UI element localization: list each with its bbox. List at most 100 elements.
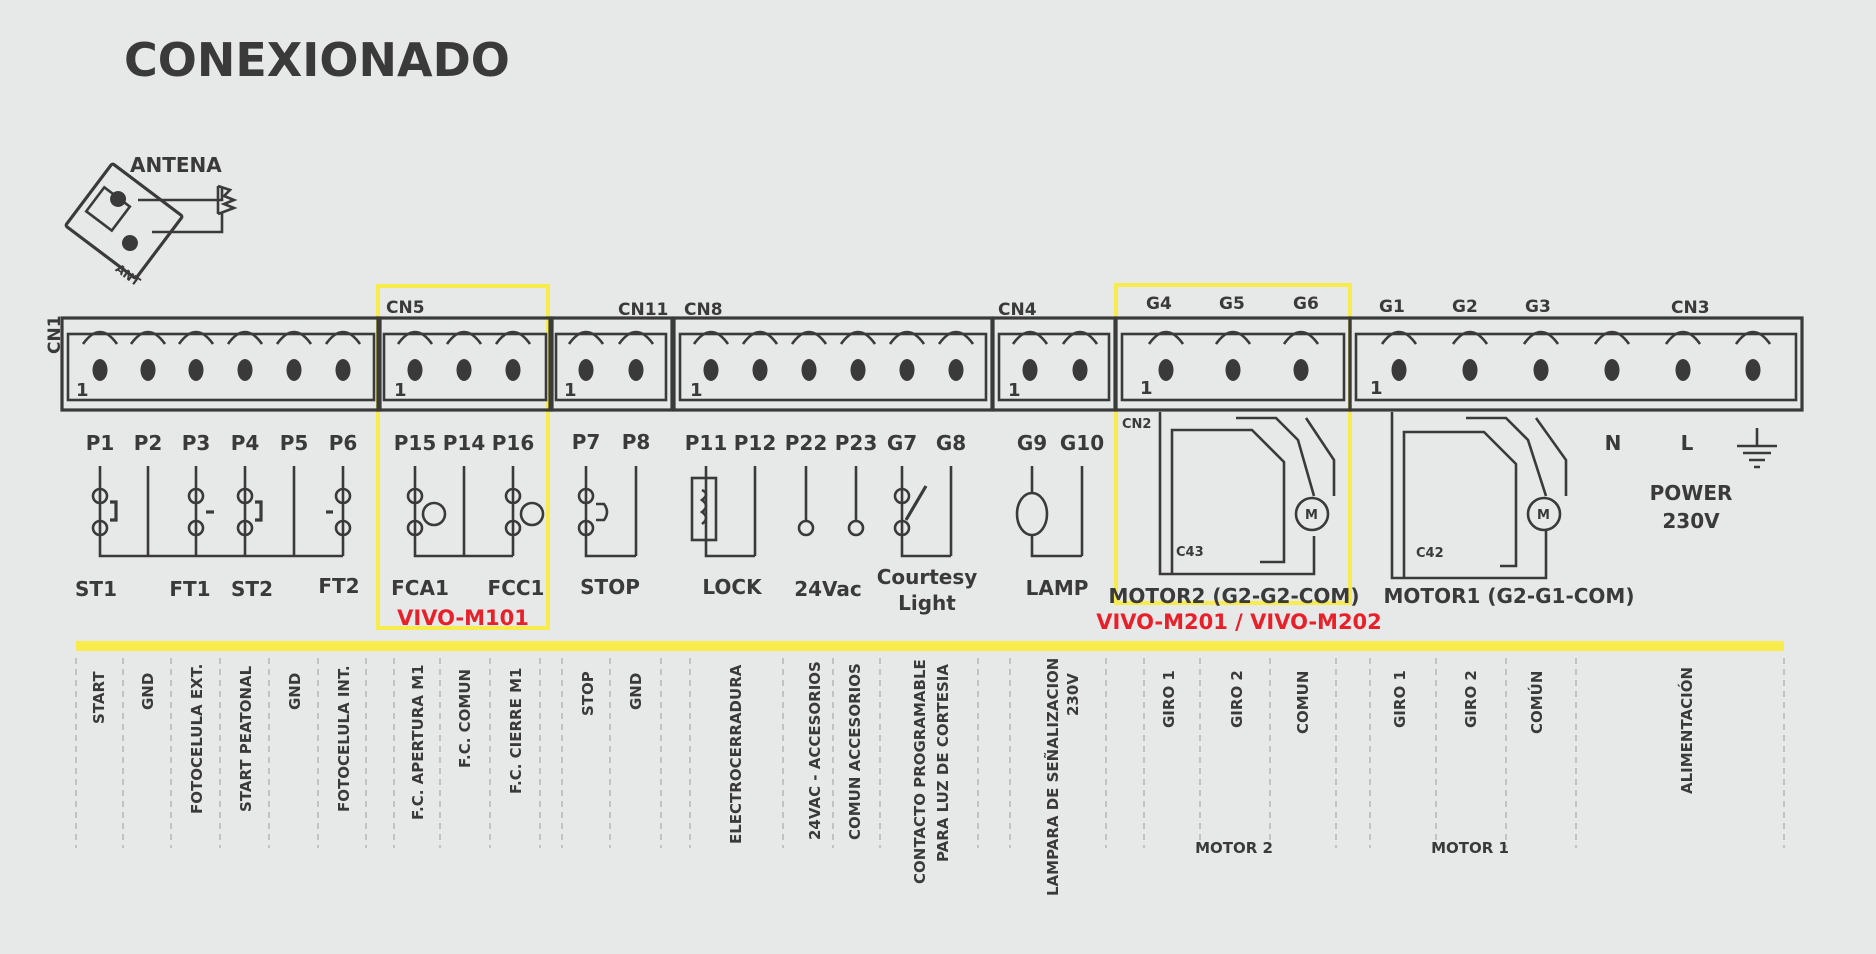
device-label: LAMP — [1026, 576, 1089, 600]
cn2-label: CN2 — [1122, 417, 1151, 432]
pin-label: P14 — [443, 431, 486, 455]
pin-label: G7 — [887, 431, 917, 455]
cn3-pin — [1391, 359, 1407, 381]
cn1-pin — [335, 359, 351, 381]
pin-label: N — [1605, 431, 1622, 455]
pin-label: P2 — [134, 431, 163, 455]
cn2-screw — [1214, 330, 1252, 345]
cn11-screw — [567, 330, 605, 345]
description: CONTACTO PROGRAMABLE — [911, 659, 929, 884]
cn1-pin — [237, 359, 253, 381]
antenna-label: ANTENA — [130, 153, 222, 177]
cn4-screw — [1061, 330, 1099, 345]
cn2-pin — [1158, 359, 1174, 381]
device-label: FCA1 — [391, 576, 449, 600]
cn8-label: CN8 — [684, 300, 723, 320]
cn5-pin — [407, 359, 423, 381]
description: GIRO 1 — [1160, 670, 1178, 728]
cn3-pin-one: 1 — [1370, 378, 1383, 399]
cn3-pin — [1675, 359, 1691, 381]
cn11-label: CN11 — [618, 300, 668, 320]
description: FOTOCELULA INT. — [335, 665, 353, 812]
cn11-body — [554, 332, 668, 402]
cn8-body — [678, 332, 988, 402]
m101-highlight — [376, 284, 550, 630]
description: GIRO 2 — [1462, 670, 1480, 728]
device-label: FCC1 — [488, 576, 545, 600]
description: GND — [139, 673, 157, 710]
capacitor-c42: C42 — [1416, 546, 1444, 561]
device-labels: ST1 FT1 ST2 FT2 FCA1 FCC1 STOP LOCK 24Va… — [75, 481, 1732, 615]
capacitor-c43: C43 — [1176, 545, 1204, 560]
cn11-pin — [628, 359, 644, 381]
pin-label: P4 — [231, 431, 260, 455]
pin-label: P1 — [86, 431, 115, 455]
description: FOTOCELULA EXT. — [188, 664, 206, 814]
connectors — [60, 316, 1804, 412]
description: GIRO 2 — [1228, 670, 1246, 728]
cn3-screw — [1593, 330, 1631, 345]
pin-label: P22 — [785, 431, 828, 455]
cn8-pin-one: 1 — [690, 380, 703, 401]
cn3-pin — [1604, 359, 1620, 381]
description: COMÚN — [1527, 671, 1546, 734]
cn5-pin — [456, 359, 472, 381]
description: 230V — [1064, 673, 1082, 716]
cn8-screw — [741, 330, 779, 345]
cn3-screw — [1664, 330, 1702, 345]
device-label: FT2 — [318, 574, 359, 598]
terminal-g5: G5 — [1219, 294, 1245, 314]
cn8-pin — [850, 359, 866, 381]
cn1-screw — [226, 330, 264, 345]
pin-label: P3 — [182, 431, 211, 455]
motor1-symbol: M — [1537, 508, 1550, 523]
description: START PEATONAL — [237, 665, 255, 812]
cn8-pin — [801, 359, 817, 381]
cn1-screw — [81, 330, 119, 345]
motor2-symbol: M — [1305, 508, 1318, 523]
cn1-screw — [177, 330, 215, 345]
description: COMUN — [1294, 671, 1312, 734]
cn3-pin — [1462, 359, 1478, 381]
description: F.C. CIERRE M1 — [507, 668, 525, 794]
cn3-pin — [1745, 359, 1761, 381]
cn1-label: CN1 — [45, 315, 65, 354]
device-label: STOP — [580, 575, 640, 599]
cn3-screw — [1451, 330, 1489, 345]
terminal-g1: G1 — [1379, 297, 1405, 317]
cn3-label: CN3 — [1671, 298, 1710, 318]
cn3-screw — [1734, 330, 1772, 345]
cn3-housing — [1348, 316, 1804, 412]
cn2-pin — [1225, 359, 1241, 381]
pin-label: G8 — [936, 431, 966, 455]
cn2-screw — [1147, 330, 1185, 345]
description: START — [90, 671, 108, 724]
ground-icon — [1737, 428, 1777, 469]
device-label: 24Vac — [794, 577, 862, 601]
model-label-m201: VIVO-M201 / VIVO-M202 — [1096, 610, 1382, 634]
cn11-pin — [578, 359, 594, 381]
model-label-m101: VIVO-M101 — [397, 606, 529, 630]
description: GND — [627, 673, 645, 710]
cn1-housing — [60, 316, 382, 412]
description: F.C. APERTURA M1 — [409, 664, 427, 820]
cn1-pin — [188, 359, 204, 381]
divider-bar — [76, 641, 1784, 651]
pin-label: P16 — [492, 431, 535, 455]
cn1-screw — [129, 330, 167, 345]
description: ELECTROCERRADURA — [727, 664, 745, 844]
description: F.C. COMUN — [456, 669, 474, 768]
antenna-tag: ANT — [113, 261, 144, 289]
pin-label: P7 — [572, 430, 601, 454]
device-label: LOCK — [702, 575, 763, 599]
cn4-screw — [1011, 330, 1049, 345]
terminal-g2: G2 — [1452, 297, 1478, 317]
pin-label: P12 — [734, 431, 777, 455]
cn8-screw — [839, 330, 877, 345]
device-label: MOTOR2 (G2-G2-COM) — [1109, 584, 1360, 608]
pin-label: G10 — [1060, 431, 1104, 455]
cn5-housing — [376, 316, 554, 412]
device-label: Light — [898, 591, 956, 615]
antenna: ANTENA ANT — [64, 153, 238, 290]
cn1-screw — [275, 330, 313, 345]
